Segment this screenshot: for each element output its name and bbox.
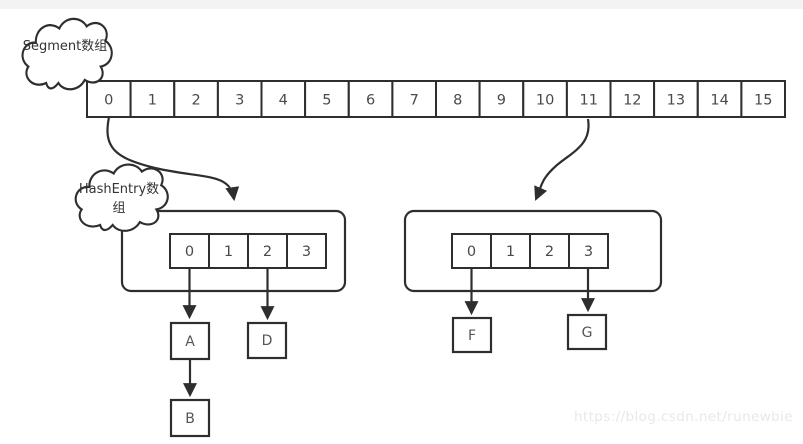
segment-cell-8 <box>435 80 481 118</box>
right-hashentry-bucket: 0 1 2 3 <box>403 209 663 293</box>
node-b-label: B <box>185 411 195 427</box>
right-array-cell-3-label: 3 <box>584 244 593 260</box>
left-array-cell-2 <box>247 233 288 269</box>
segment-cell-5-label: 5 <box>322 93 331 109</box>
segment-cell-12 <box>609 80 656 118</box>
segment-cell-15 <box>740 80 787 118</box>
segment-cell-11-label: 11 <box>579 93 597 109</box>
node-a-box <box>169 321 211 361</box>
watermark: https://blog.csdn.net/runewbie <box>573 409 793 425</box>
segment-cell-2-label: 2 <box>191 93 200 109</box>
segment-cell-1 <box>129 80 176 118</box>
segment-cell-5 <box>304 80 350 118</box>
segment-cell-10 <box>522 80 568 118</box>
segment-cell-1-label: 1 <box>148 93 157 109</box>
segment-cell-4 <box>260 80 307 118</box>
node-f-box <box>451 316 493 354</box>
right-array-cell-1-label: 1 <box>506 244 515 260</box>
segment-cloud-label: Segment数组 <box>22 39 108 54</box>
node-d-box <box>246 321 288 360</box>
node-g-box <box>566 313 608 351</box>
arrow-segment11-to-right-bucket <box>534 118 590 201</box>
segment-cell-3 <box>216 80 263 118</box>
segment-cell-3-label: 3 <box>235 93 244 109</box>
arrow-segment0-to-left-bucket <box>106 116 240 202</box>
segment-cell-6 <box>347 80 394 118</box>
segment-cell-4-label: 4 <box>279 93 288 109</box>
segment-cell-11 <box>565 80 612 118</box>
segment-cell-14-label: 14 <box>710 93 728 109</box>
segment-cell-7 <box>391 80 437 118</box>
segment-cell-9-label: 9 <box>497 93 506 109</box>
node-g-label: G <box>582 325 593 341</box>
segment-cell-10-label: 10 <box>536 93 554 109</box>
left-array-cell-3 <box>286 233 327 269</box>
node-f-label: F <box>468 328 476 344</box>
left-hashentry-bucket: 0 1 2 3 <box>120 209 347 293</box>
entry-nodes: A D B F G <box>169 313 608 438</box>
segment-cell-12-label: 12 <box>623 93 641 109</box>
left-array-cell-1-label: 1 <box>224 244 233 260</box>
segment-cell-8-label: 8 <box>453 93 462 109</box>
segment-cell-15-label: 15 <box>754 93 772 109</box>
node-a-label: A <box>185 334 195 350</box>
segment-cell-7-label: 7 <box>410 93 419 109</box>
hashentry-cloud-label: HashEntry数组 <box>78 182 160 216</box>
segment-cell-13-label: 13 <box>667 93 685 109</box>
top-strip <box>0 0 803 9</box>
node-b-box <box>169 398 211 438</box>
segment-cell-6-label: 6 <box>366 93 375 109</box>
left-array-cell-3-label: 3 <box>302 244 311 260</box>
segment-cell-14 <box>696 80 743 118</box>
left-array-cell-2-label: 2 <box>263 244 272 260</box>
right-array-cell-0-label: 0 <box>467 244 476 260</box>
right-array-cell-3 <box>568 233 609 269</box>
right-array-cell-2-label: 2 <box>545 244 554 260</box>
left-array-cell-0-label: 0 <box>185 244 194 260</box>
left-array-cell-1 <box>208 233 249 269</box>
segment-cell-0-label: 0 <box>104 93 113 109</box>
segment-array: 0 1 2 3 4 5 6 7 8 9 10 11 12 13 14 15 <box>86 80 787 118</box>
node-d-label: D <box>262 333 273 349</box>
